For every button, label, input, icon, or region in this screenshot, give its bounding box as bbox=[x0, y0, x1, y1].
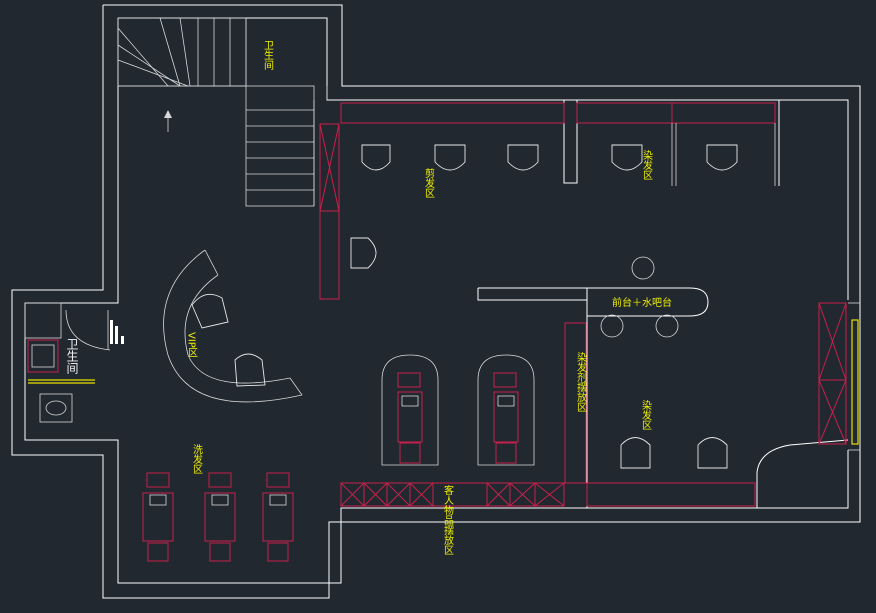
label-wash-area: 洗发区 bbox=[191, 444, 203, 474]
wash-beds-middle bbox=[381, 354, 535, 466]
label-guest-items-area: 客人物品摆放区 bbox=[442, 484, 454, 555]
label-dye-area-bottom: 染发区 bbox=[640, 399, 652, 430]
staircase bbox=[117, 17, 328, 207]
left-toilet-room bbox=[24, 302, 124, 423]
outer-walls bbox=[11, 4, 861, 599]
label-dye-product-area: 染发剂摆放区 bbox=[575, 351, 587, 412]
label-front-desk: 前台＋水吧台 bbox=[612, 296, 672, 309]
label-vip-area: VIP区 bbox=[186, 332, 198, 358]
label-dye-area-top: 染发区 bbox=[641, 149, 653, 180]
vip-sofa bbox=[163, 249, 303, 403]
label-toilet-left: 卫生间 bbox=[65, 338, 79, 374]
label-haircut-area: 剪发区 bbox=[423, 167, 435, 198]
partitions bbox=[477, 100, 860, 508]
chairs bbox=[350, 144, 738, 469]
label-toilet-upper: 卫生间 bbox=[262, 40, 274, 71]
wash-beds-bottom bbox=[142, 472, 294, 562]
up-arrow-icon bbox=[164, 110, 172, 132]
counters bbox=[319, 102, 859, 507]
front-desk bbox=[587, 256, 709, 338]
area-labels: 卫生间 剪发区 染发区 VIP区 前台＋水吧台 染发区 染发剂摆放区 洗发区 客… bbox=[65, 40, 672, 555]
